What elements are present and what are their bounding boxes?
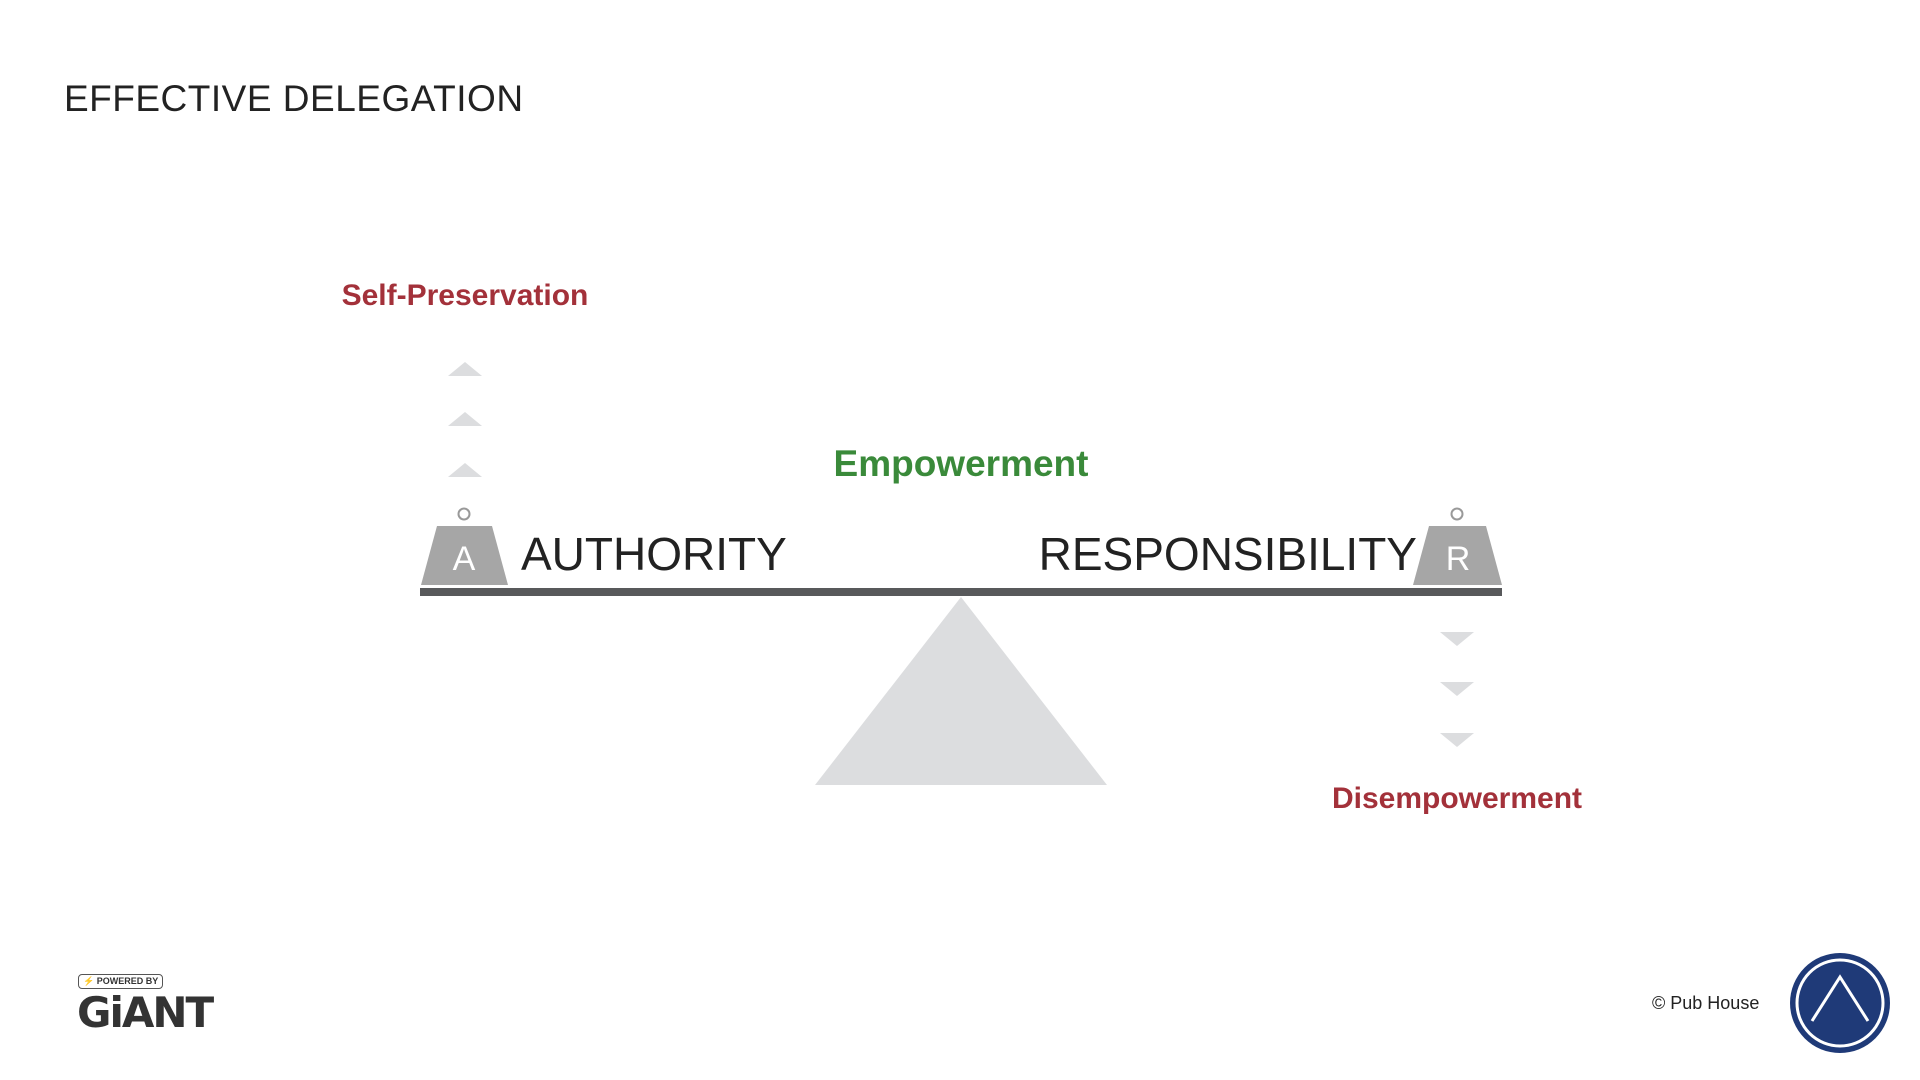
up-arrow-icon [448,362,482,376]
copyright-text: © Pub House [1652,993,1760,1013]
responsibility-label: RESPONSIBILITY [1038,528,1417,580]
authority-weight [421,507,508,585]
self-preservation-label: Self-Preservation [341,279,589,312]
authority-weight-letter: A [453,540,476,578]
down-arrow-icon [1440,682,1474,696]
down-arrow-icon [1440,632,1474,646]
pub-house-logo-icon [1790,953,1890,1053]
empowerment-label: Empowerment [833,443,1089,484]
page-title: EFFECTIVE DELEGATION [64,78,524,119]
powered-by-badge: ⚡ POWERED BY [78,974,164,989]
fulcrum-triangle [815,597,1107,785]
disempowerment-label: Disempowerment [1331,782,1583,815]
authority-label: AUTHORITY [521,528,787,580]
down-arrow-icon [1440,733,1474,747]
seesaw-beam [420,588,1502,596]
responsibility-weight [1413,507,1502,585]
up-arrow-icon [448,412,482,426]
responsibility-weight-letter: R [1446,540,1471,578]
up-arrow-icon [448,463,482,477]
giant-logo: GiANT [77,988,214,1037]
